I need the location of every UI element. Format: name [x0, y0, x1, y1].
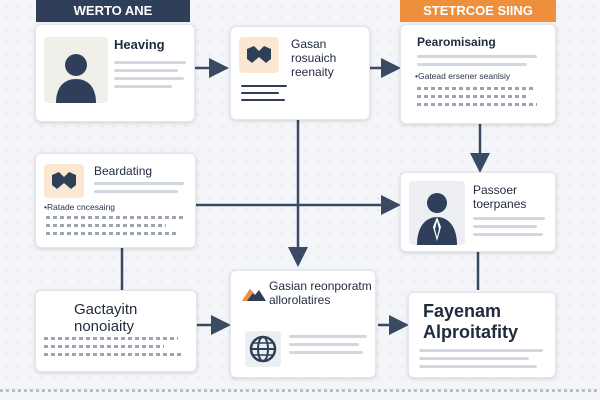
- mountain-logo-icon: [241, 283, 267, 303]
- card-gasan-rosuaich-text-lines: [241, 85, 291, 106]
- card-heaving[interactable]: Heaving: [35, 24, 195, 122]
- card-gactayitn[interactable]: Gactayitn nonoiaity: [35, 290, 197, 372]
- card-beardating-bullet: Ratade cncesaing: [44, 202, 115, 212]
- card-gasian[interactable]: Gasian reonporatm allorolatires: [230, 270, 376, 378]
- card-heaving-text-lines: [114, 61, 186, 93]
- card-pearomisaing-title: Pearomisaing: [417, 35, 496, 49]
- card-gasian-text-lines: [289, 335, 369, 359]
- dotted-baseline: [0, 389, 600, 392]
- card-pearomisaing-text-lines: [417, 55, 545, 71]
- header-right: STETRCOE SIING: [400, 0, 556, 22]
- person-icon: [44, 37, 108, 103]
- card-gasian-title: Gasian reonporatm allorolatires: [269, 279, 372, 307]
- card-fayenam-title: Fayenam Alproitafity: [423, 301, 519, 342]
- card-gactayitn-title: Gactayitn nonoiaity: [74, 301, 138, 335]
- card-beardating-title: Beardating: [94, 164, 153, 178]
- card-gasan-rosuaich-title: Gasan rosuaich reenaity: [291, 37, 337, 79]
- handshake-icon: [239, 37, 279, 73]
- card-gasan-rosuaich[interactable]: Gasan rosuaich reenaity: [230, 26, 370, 120]
- card-heaving-title: Heaving: [114, 37, 165, 52]
- card-passoer-text-lines: [473, 217, 549, 241]
- header-left: WERTO ANE: [36, 0, 190, 22]
- card-fayenam-text-lines: [419, 349, 547, 373]
- handshake-icon: [44, 164, 84, 198]
- card-passoer-title: Passoer toerpanes: [473, 183, 527, 211]
- card-pearomisaing-bullets: [417, 87, 545, 111]
- card-passoer[interactable]: Passoer toerpanes: [400, 172, 556, 252]
- card-pearomisaing-subtitle: Gatead ersener seanlsiy: [415, 71, 510, 81]
- card-fayenam[interactable]: Fayenam Alproitafity: [408, 292, 556, 378]
- card-gactayitn-bullets: [44, 337, 190, 361]
- globe-icon: [245, 331, 281, 367]
- card-beardating-bullets: [46, 216, 186, 240]
- card-beardating[interactable]: Beardating Ratade cncesaing: [35, 153, 196, 248]
- businessman-icon: [409, 181, 465, 245]
- card-pearomisaing[interactable]: Pearomisaing Gatead ersener seanlsiy: [400, 24, 556, 124]
- card-beardating-text-lines: [94, 182, 186, 198]
